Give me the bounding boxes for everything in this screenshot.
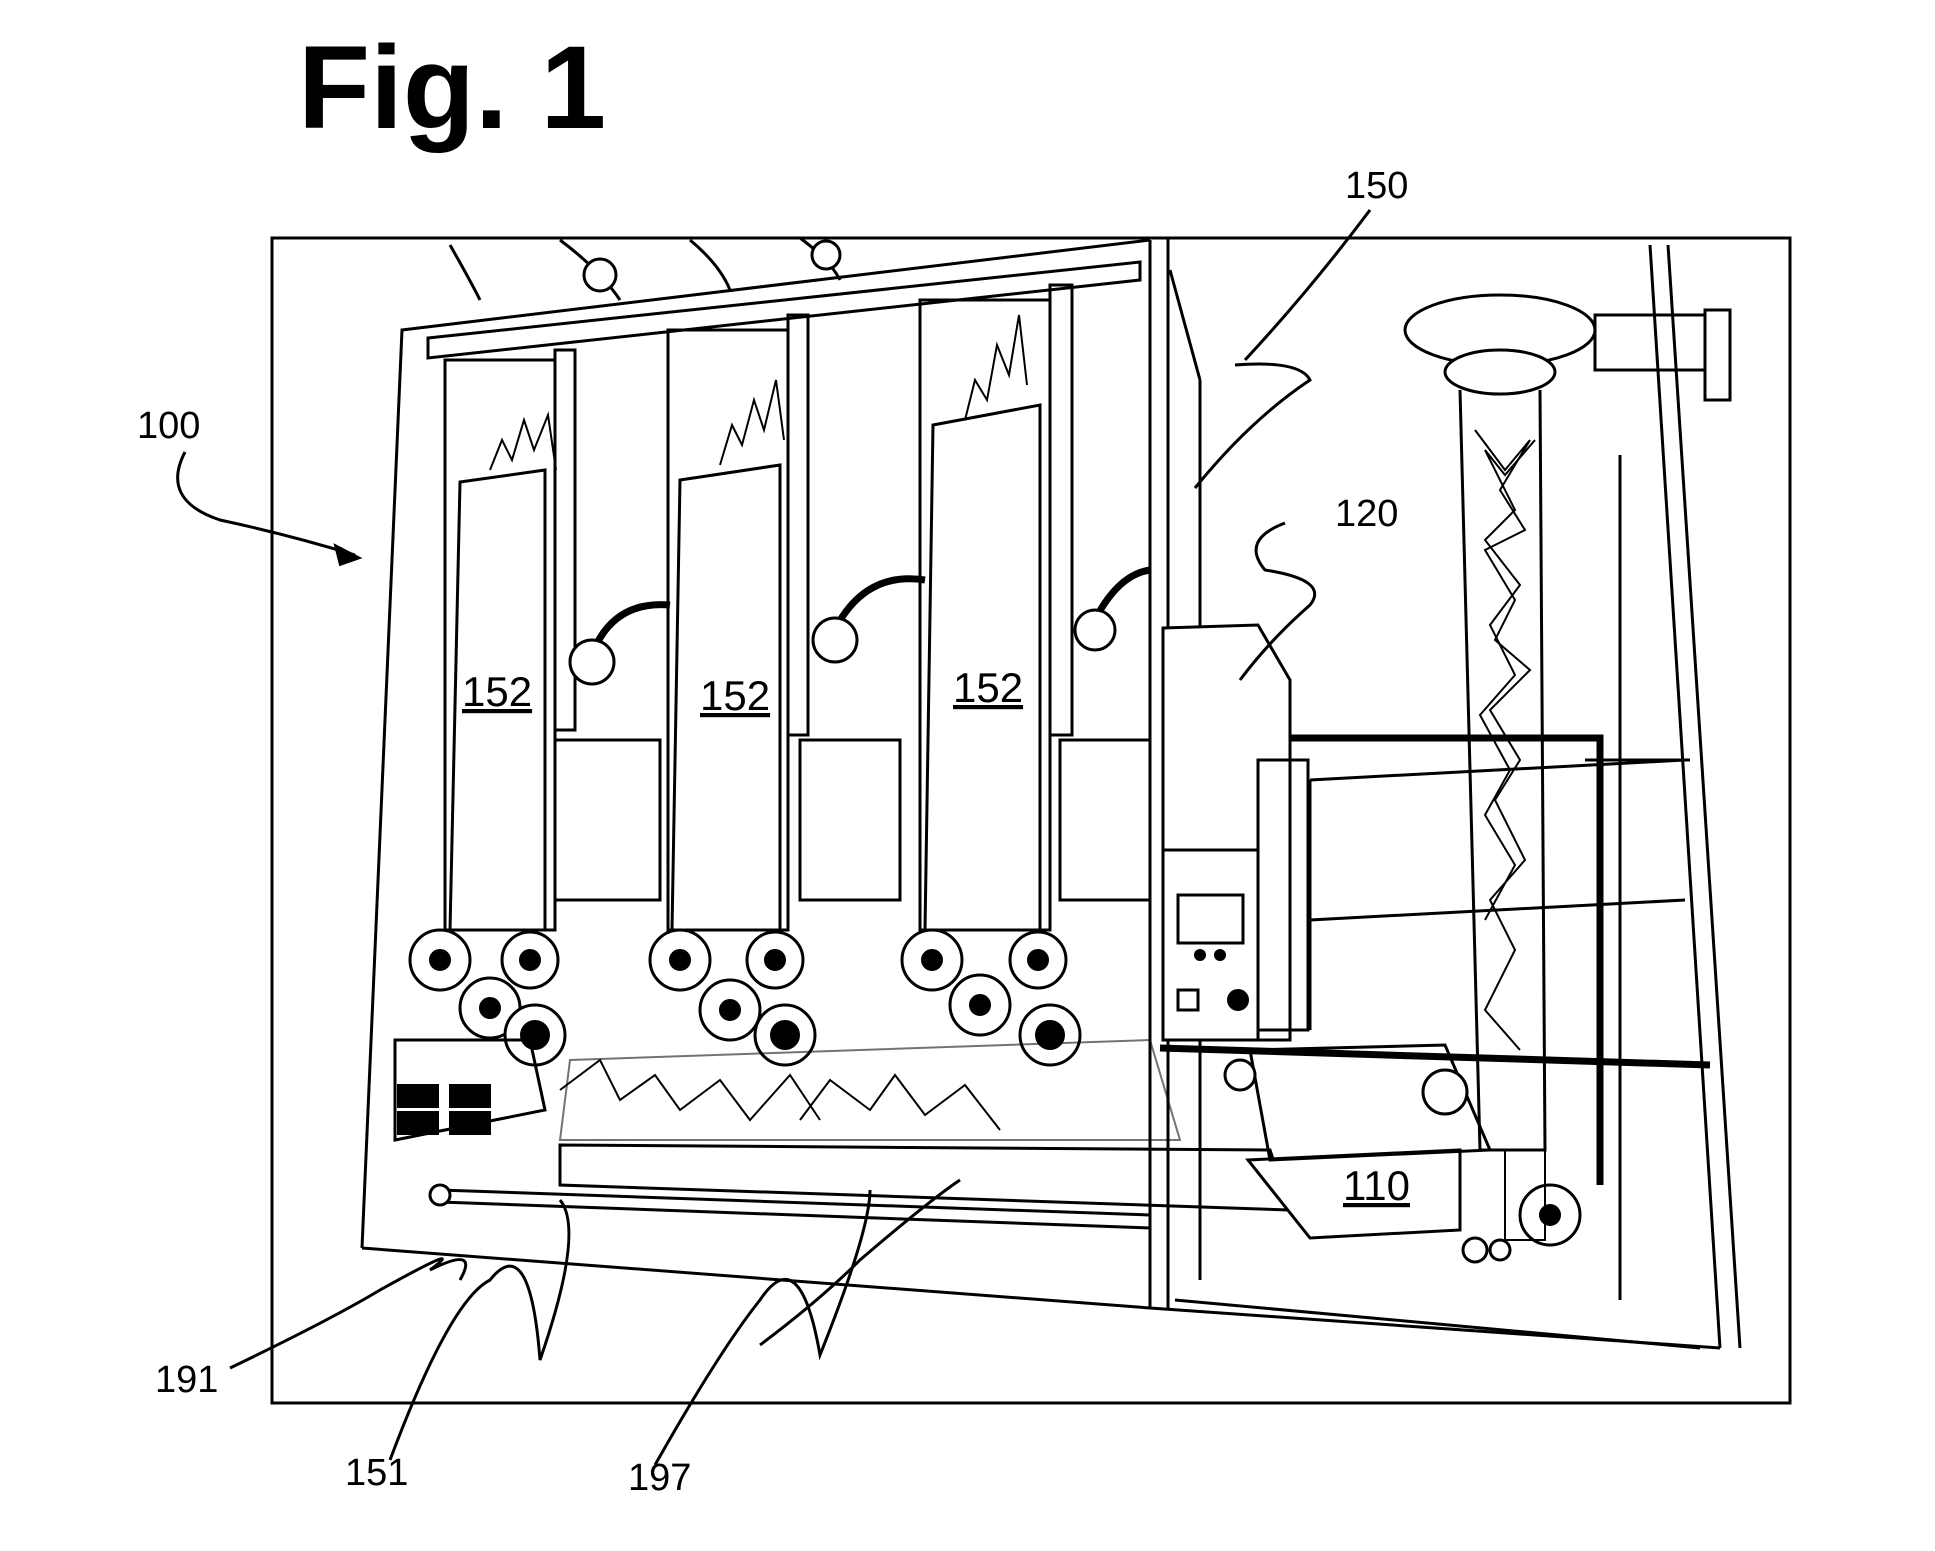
label-150: 150 xyxy=(1345,165,1408,207)
control-cabinet xyxy=(1161,623,1310,1042)
chute-right xyxy=(918,283,1152,932)
roller-assembly xyxy=(408,928,1082,1067)
hopper xyxy=(1223,1043,1582,1264)
machine-frame xyxy=(360,236,1742,1350)
chute-left xyxy=(443,348,662,932)
conveyor-mat xyxy=(428,1038,1293,1230)
drawing-border xyxy=(270,236,1792,1405)
label-100: 100 xyxy=(137,405,200,447)
label-197: 197 xyxy=(628,1457,691,1499)
label-120: 120 xyxy=(1335,493,1398,535)
lower-housing xyxy=(393,1038,547,1142)
chute-middle xyxy=(666,313,902,932)
figure-title: Fig. 1 xyxy=(298,22,606,154)
leader-lines xyxy=(176,209,1372,1466)
label-152-left: 152 xyxy=(462,668,532,715)
label-191: 191 xyxy=(155,1359,218,1401)
label-152-middle: 152 xyxy=(700,672,770,719)
label-151: 151 xyxy=(345,1452,408,1494)
label-152-right: 152 xyxy=(953,664,1023,711)
feed-assembly xyxy=(1159,293,1732,1300)
label-110: 110 xyxy=(1343,1162,1410,1209)
connecting-ducts xyxy=(568,566,1151,686)
